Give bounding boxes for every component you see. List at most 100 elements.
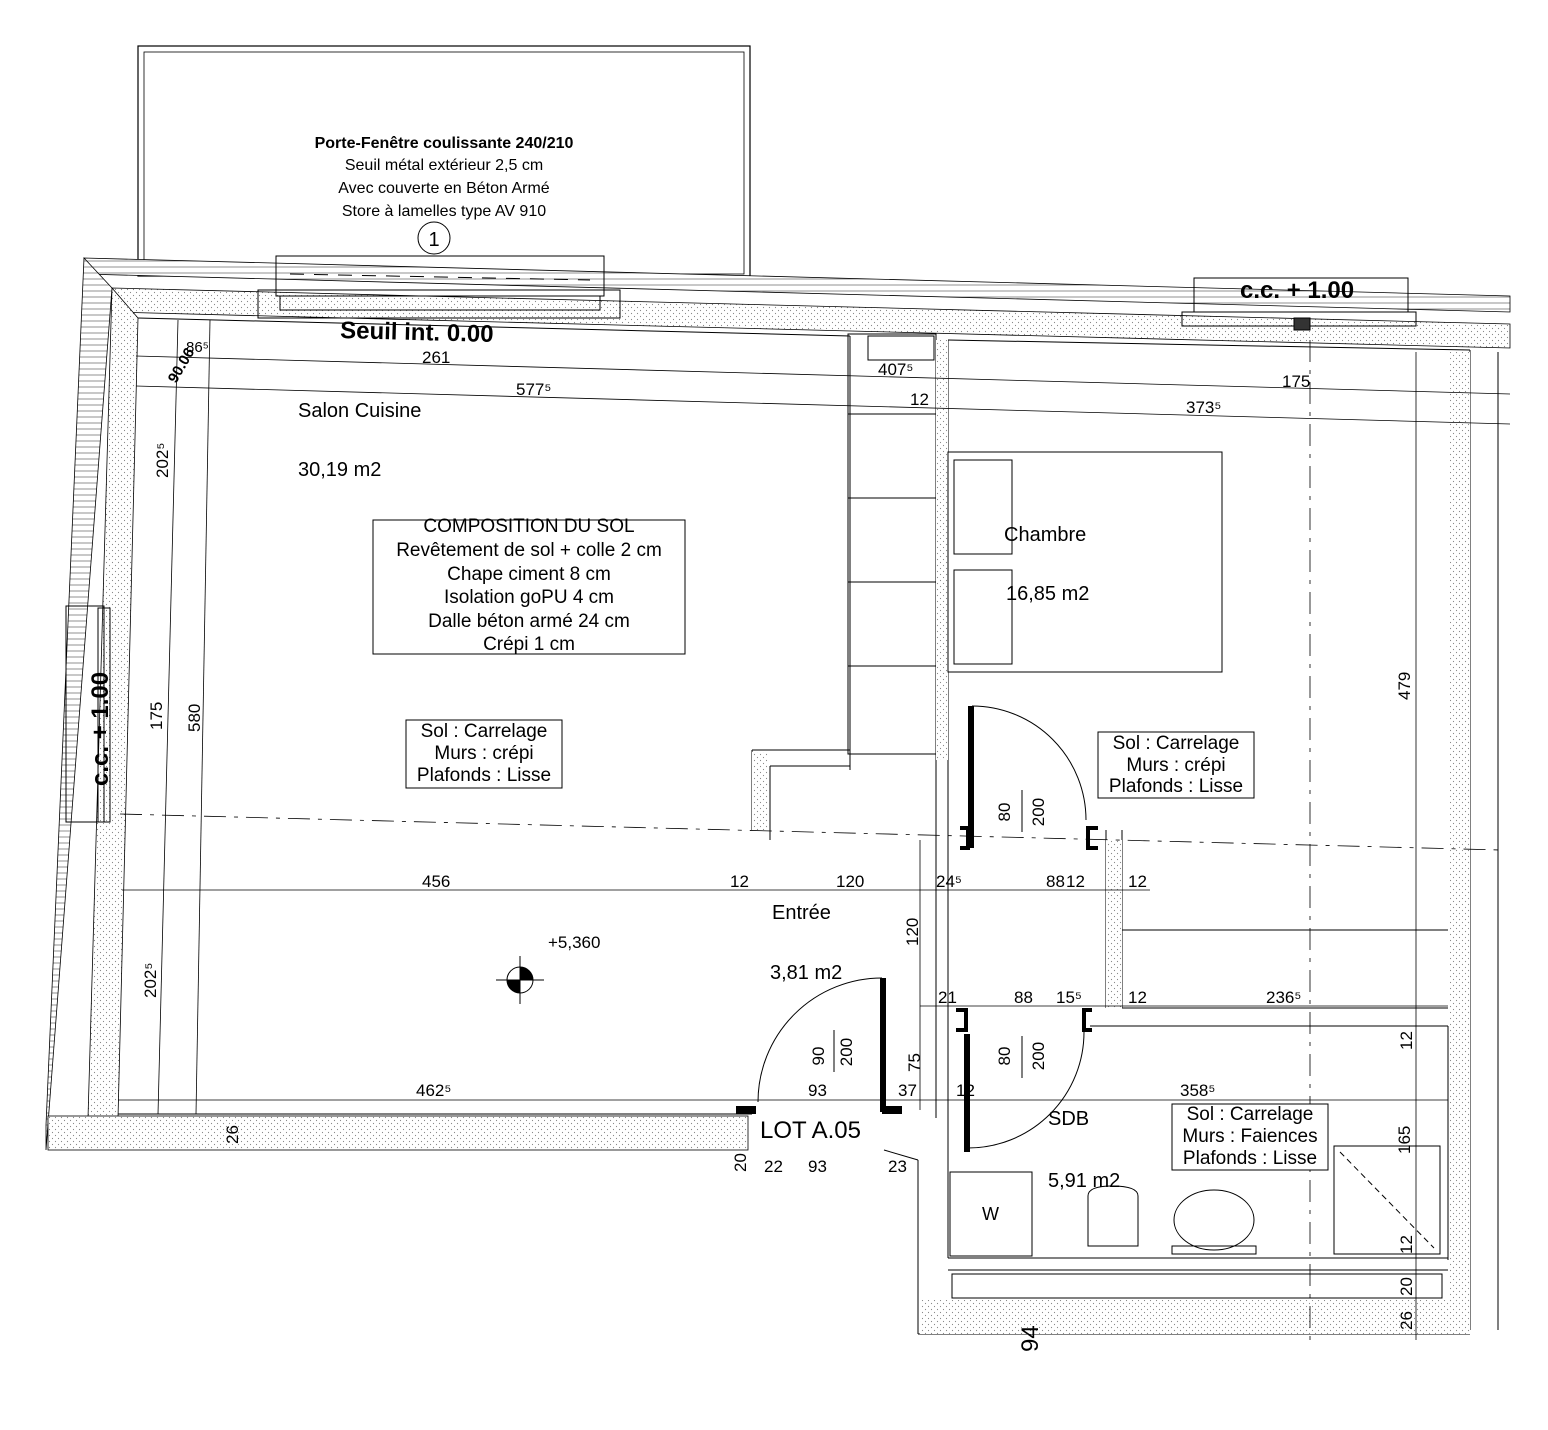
- dim-label: 577⁵: [516, 380, 551, 399]
- door-entree-width: 90: [809, 1047, 828, 1066]
- finish-box-sdb: Sol : Carrelage Murs : Faiences Plafonds…: [1171, 1103, 1329, 1171]
- door-entree-height: 200: [837, 1038, 856, 1066]
- dimension-labels: 86⁵ 90.06 261 577⁵ 407⁵ 12 373⁵ 175 202⁵…: [141, 339, 1416, 1352]
- dim-label: 175: [147, 702, 166, 730]
- door-leaves: [736, 706, 974, 1152]
- room-sdb-area: 5,91 m2: [1048, 1170, 1120, 1192]
- dim-label: 202⁵: [153, 443, 172, 478]
- dim-label: 407⁵: [878, 360, 913, 379]
- window-line-3: Store à lamelles type AV 910: [342, 203, 546, 220]
- cc-left-label: c.c. + 1.00: [87, 672, 114, 786]
- sink: [1173, 1189, 1255, 1251]
- dim-label: 12: [1397, 1031, 1416, 1050]
- shower-tray: [1333, 1145, 1441, 1255]
- dim-label: 12: [956, 1081, 975, 1100]
- dim-label: 93: [808, 1081, 827, 1100]
- door-chambre-width: 80: [995, 803, 1014, 822]
- dim-label: 373⁵: [1186, 398, 1221, 417]
- dim-label: 580: [185, 704, 204, 732]
- dim-label: 12: [1128, 988, 1147, 1007]
- sol-line-2: Chape ciment 8 cm: [447, 564, 611, 585]
- cc-top-label: c.c. + 1.00: [1240, 277, 1354, 304]
- sol-line-1: Revêtement de sol + colle 2 cm: [396, 540, 662, 561]
- dim-label: 462⁵: [416, 1081, 451, 1100]
- door-swings: [757, 705, 1087, 1149]
- finish-salon-sol: Sol : Carrelage: [421, 721, 548, 742]
- dim-label: 20: [731, 1153, 750, 1172]
- dim-label: 90.06: [165, 345, 198, 386]
- finish-chambre-sol: Sol : Carrelage: [1113, 733, 1240, 754]
- room-sdb-name: SDB: [1048, 1108, 1089, 1130]
- bed: [947, 451, 1223, 673]
- window-line-1: Seuil métal extérieur 2,5 cm: [345, 157, 543, 174]
- washing-machine: [949, 1171, 1033, 1257]
- door-sdb-height: 200: [1029, 1042, 1048, 1070]
- room-entree-name: Entrée: [772, 902, 831, 924]
- dim-label: 37: [898, 1081, 917, 1100]
- dim-label: 12: [1397, 1235, 1416, 1254]
- window-title: Porte-Fenêtre coulissante 240/210: [315, 135, 574, 152]
- dim-label: 20: [1397, 1277, 1416, 1296]
- dim-label: 236⁵: [1266, 988, 1301, 1007]
- dim-label: 12: [910, 390, 929, 409]
- washing-machine-label: W: [982, 1204, 999, 1224]
- dim-label: 24⁵: [936, 872, 962, 891]
- dim-label: 93: [808, 1157, 827, 1176]
- elevation-marker: [496, 956, 544, 1004]
- door-jambs: [956, 826, 1098, 1032]
- finish-salon-plafonds: Plafonds : Lisse: [417, 765, 551, 786]
- dim-label: 88: [1046, 872, 1065, 891]
- finish-sdb-plafonds: Plafonds : Lisse: [1183, 1148, 1317, 1169]
- dim-label: 261: [422, 348, 450, 367]
- window-marker: 1: [428, 229, 439, 251]
- sol-line-3: Isolation goPU 4 cm: [444, 587, 614, 608]
- sol-title: COMPOSITION DU SOL: [423, 516, 634, 537]
- toilet: [1087, 1185, 1139, 1247]
- bathroom-fixtures: [949, 1145, 1441, 1257]
- dim-label: 12: [730, 872, 749, 891]
- dimension-lines: [118, 319, 1511, 1340]
- dim-label: 120: [903, 918, 922, 946]
- finish-sdb-murs: Murs : Faiences: [1182, 1126, 1317, 1147]
- dim-label: 479: [1395, 672, 1414, 700]
- door-chambre-height: 200: [1029, 798, 1048, 826]
- finish-chambre-plafonds: Plafonds : Lisse: [1109, 776, 1243, 797]
- dim-label: 120: [836, 872, 864, 891]
- dim-label: 202⁵: [141, 963, 160, 998]
- seuil-label: Seuil int. 0.00: [340, 317, 494, 348]
- dim-label: 12: [1128, 872, 1147, 891]
- dim-label: 88: [1014, 988, 1033, 1007]
- interior-wall-hatch: [752, 340, 1470, 1334]
- room-entree-area: 3,81 m2: [770, 962, 842, 984]
- dim-label: 165: [1395, 1126, 1414, 1154]
- dim-label: 26: [1397, 1311, 1416, 1330]
- dim-label: 23: [888, 1157, 907, 1176]
- window-frames: [65, 255, 1417, 823]
- dim-label: 94: [1017, 1325, 1044, 1352]
- finish-box-salon: Sol : Carrelage Murs : crépi Plafonds : …: [405, 719, 563, 789]
- dim-label: 15⁵: [1056, 988, 1082, 1007]
- dim-label: 22: [764, 1157, 783, 1176]
- exterior-wall-left: [45, 257, 749, 1151]
- dim-label: 75: [905, 1053, 924, 1072]
- elevation-label: +5,360: [548, 933, 600, 952]
- room-salon-area: 30,19 m2: [298, 459, 381, 481]
- finish-salon-murs: Murs : crépi: [434, 743, 533, 764]
- finish-chambre-murs: Murs : crépi: [1126, 755, 1225, 776]
- dim-label: 26: [223, 1125, 242, 1144]
- sol-composition-box: COMPOSITION DU SOL Revêtement de sol + c…: [372, 516, 686, 655]
- window-note: Porte-Fenêtre coulissante 240/210 Seuil …: [315, 135, 574, 255]
- window-line-2: Avec couverte en Béton Armé: [338, 180, 549, 197]
- room-chambre-area: 16,85 m2: [1006, 583, 1089, 605]
- dim-label: 21: [938, 988, 957, 1007]
- dim-label: 456: [422, 872, 450, 891]
- door-dimensions: 80 200 90 200 80 200: [809, 790, 1048, 1078]
- sol-line-5: Crépi 1 cm: [483, 634, 575, 655]
- room-salon-name: Salon Cuisine: [298, 400, 421, 422]
- lot-label: LOT A.05: [760, 1117, 861, 1144]
- door-sdb-width: 80: [995, 1047, 1014, 1066]
- finish-box-chambre: Sol : Carrelage Murs : crépi Plafonds : …: [1097, 731, 1255, 799]
- sol-line-4: Dalle béton armé 24 cm: [428, 611, 630, 632]
- room-chambre-name: Chambre: [1004, 524, 1086, 546]
